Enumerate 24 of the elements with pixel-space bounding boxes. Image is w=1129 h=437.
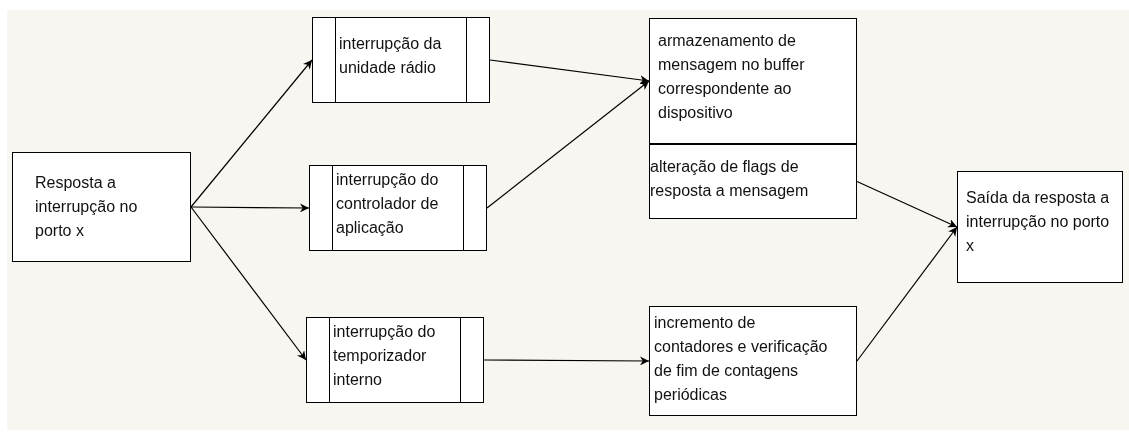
- subroutine-box: [306, 317, 484, 403]
- arrow: [483, 356, 650, 366]
- node-text: interrupção do temporizador interno: [333, 322, 437, 390]
- node-text: alteração de flags de resposta a mensagem: [650, 157, 810, 201]
- node-text: armazenamento de mensagem no buffer correspondente ao dispositivo: [658, 31, 806, 123]
- arrow: [856, 226, 958, 362]
- process-box: [12, 152, 191, 262]
- subroutine-box: [312, 17, 490, 103]
- node-text: Saída da resposta a interrupção no porto x: [966, 188, 1111, 256]
- node-text: interrupção do controlador de aplicação: [336, 170, 440, 238]
- subroutine-box: [309, 165, 487, 251]
- process-box: [649, 144, 857, 219]
- arrow: [489, 59, 650, 85]
- arrow: [856, 180, 958, 228]
- process-box: [649, 306, 857, 416]
- process-box: [957, 171, 1123, 283]
- arrow: [190, 203, 310, 213]
- arrow: [190, 206, 307, 361]
- process-box: [649, 18, 857, 144]
- node-text: Resposta a interrupção no porto x: [35, 173, 139, 241]
- node-text: interrupção da unidade rádio: [339, 34, 443, 78]
- arrow: [486, 80, 650, 209]
- arrow: [190, 59, 313, 208]
- node-text: incremento de contadores e verificação de fim de contagens periódicas: [654, 313, 829, 405]
